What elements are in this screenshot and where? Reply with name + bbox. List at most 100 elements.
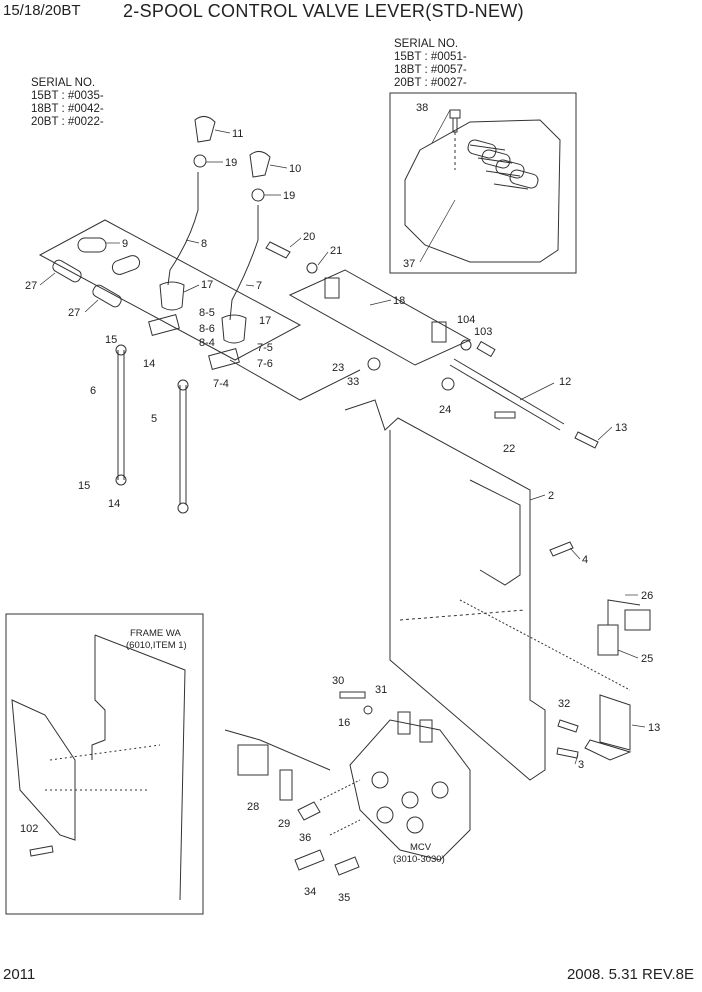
- callout: 19: [225, 157, 237, 169]
- callout: 9: [122, 238, 128, 250]
- serial-heading: SERIAL NO.: [31, 77, 96, 89]
- inset-frame-edge: [94, 634, 186, 901]
- callout: 24: [439, 404, 451, 416]
- callout: 3: [578, 759, 584, 771]
- callout: 37: [403, 258, 415, 270]
- callout: 25: [641, 653, 653, 665]
- callout: 8-4: [199, 337, 215, 349]
- serial-line: 20BT : #0022-: [31, 116, 104, 128]
- serial-heading: SERIAL NO.: [394, 38, 459, 50]
- callout: 10: [289, 163, 301, 175]
- lever-base: [208, 348, 240, 370]
- bracket-post: [324, 277, 340, 299]
- boot-17: [159, 281, 185, 311]
- rod-6: [117, 350, 125, 480]
- bolt-13: [557, 719, 579, 733]
- callout: 14: [143, 358, 155, 370]
- callout: 4: [582, 554, 588, 566]
- callout: 2: [548, 490, 554, 502]
- block-28: [237, 744, 269, 776]
- callout: 35: [338, 892, 350, 904]
- nut-19: [193, 154, 207, 168]
- callout: 8-5: [199, 307, 215, 319]
- lever-plane-outline: [38, 219, 302, 361]
- fitting-34: [294, 849, 325, 871]
- callout: 29: [278, 818, 290, 830]
- connector-26: [624, 609, 651, 631]
- inset-label: FRAME WA: [130, 628, 182, 639]
- callout: 7: [256, 280, 262, 292]
- page-title: 2-SPOOL CONTROL VALVE LEVER(STD-NEW): [123, 1, 524, 21]
- callout: 13: [615, 422, 627, 434]
- fitting-20: [265, 241, 291, 259]
- callout: 7-5: [257, 342, 273, 354]
- callout: 14: [108, 498, 120, 510]
- serial-line: 15BT : #0051-: [394, 51, 467, 63]
- knob-pad: [111, 255, 141, 275]
- serial-number-block-left: SERIAL NO. 15BT : #0035- 18BT : #0042- 2…: [31, 77, 104, 129]
- serial-line: 20BT : #0027-: [394, 77, 467, 89]
- grip-11: [194, 116, 216, 143]
- boot-17: [221, 314, 247, 344]
- bolt-4: [549, 541, 574, 557]
- lever-7: [229, 205, 259, 321]
- serial-line: 18BT : #0057-: [394, 64, 467, 76]
- callout: 102: [20, 823, 38, 835]
- nut-19: [251, 188, 265, 202]
- bracket-16: [584, 694, 632, 761]
- inset-frame: [5, 613, 204, 915]
- grip-10: [249, 151, 271, 178]
- plate-29: [279, 769, 293, 801]
- callout: 17: [201, 279, 213, 291]
- callout: 27: [25, 280, 37, 292]
- callout: 7-6: [257, 358, 273, 370]
- lever-cover: [404, 119, 561, 263]
- fitting-36: [297, 801, 321, 821]
- revision-date: 2008. 5.31 REV.8E: [566, 966, 694, 983]
- bolt-3: [556, 747, 579, 759]
- callout: 15: [105, 334, 117, 346]
- callout: 8: [201, 238, 207, 250]
- bolt-30: [339, 691, 366, 699]
- callout: 33: [347, 376, 359, 388]
- leader-lines: [39, 109, 646, 765]
- callout: 20: [303, 231, 315, 243]
- inset-label: (6010,ITEM 1): [126, 640, 187, 651]
- callout: 16: [338, 717, 350, 729]
- mcv-block: [349, 719, 471, 861]
- mcv-label: (3010-3030): [393, 854, 445, 865]
- callout: 18: [393, 295, 405, 307]
- inset-bracket: [11, 699, 76, 841]
- page-number: 2011: [3, 966, 36, 983]
- callout: 32: [558, 698, 570, 710]
- callout: 38: [416, 102, 428, 114]
- callout: 103: [474, 326, 492, 338]
- switch-25: [597, 624, 619, 656]
- callout: 19: [283, 190, 295, 202]
- callout: 26: [641, 590, 653, 602]
- callout: 7-4: [213, 378, 229, 390]
- bracket-18: [288, 269, 472, 366]
- cover-group-box: [389, 92, 577, 274]
- rod-5: [179, 385, 187, 505]
- callout: 36: [299, 832, 311, 844]
- fitting-35: [334, 856, 360, 876]
- callout: 13: [648, 722, 660, 734]
- serial-line: 18BT : #0042-: [31, 103, 104, 115]
- callout-labels: 11 19 10 19 9 8 20 21 27 27 17 7 18 8-5 …: [20, 102, 660, 904]
- callout: 28: [247, 801, 259, 813]
- callout: 27: [68, 307, 80, 319]
- washer-21: [306, 262, 318, 274]
- cover-slots: [469, 144, 529, 190]
- callout: 22: [503, 443, 515, 455]
- pin-27: [92, 284, 122, 308]
- lever-base: [148, 314, 180, 336]
- shaft-12: [449, 358, 565, 431]
- callout: 6: [90, 385, 96, 397]
- callout: 12: [559, 376, 571, 388]
- mcv-label: MCV: [410, 842, 432, 853]
- callout: 21: [330, 245, 342, 257]
- callout: 30: [332, 675, 344, 687]
- washer-31: [363, 705, 373, 715]
